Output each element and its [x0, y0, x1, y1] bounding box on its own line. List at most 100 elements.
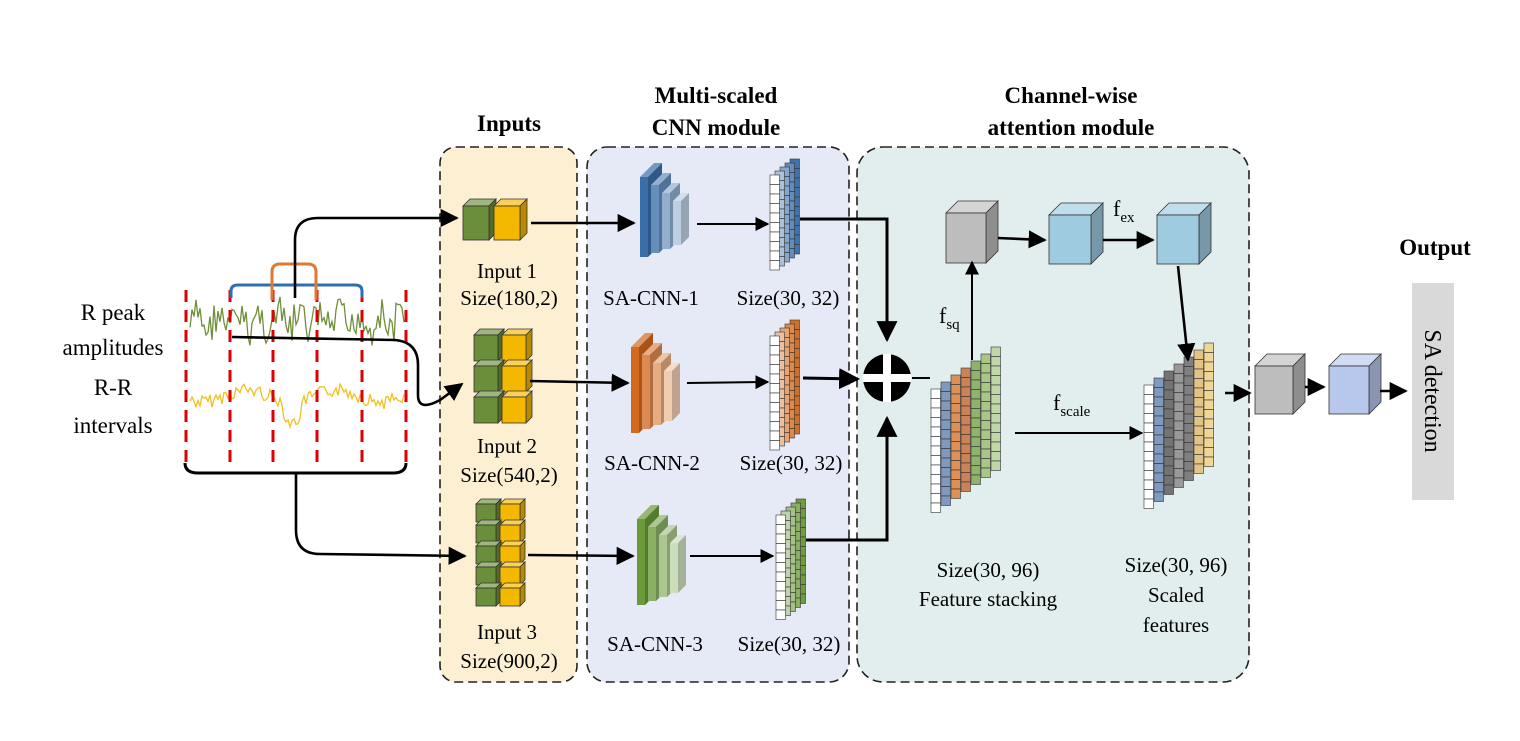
inputs-title: Inputs — [477, 111, 541, 136]
scaled-features-map — [1143, 342, 1214, 509]
input2-green-cube-2 — [473, 359, 505, 393]
window-bracket-bottom — [183, 462, 408, 475]
arrow-squeeze-to-excite — [997, 230, 1047, 249]
input1-name: Input 1 — [477, 259, 537, 283]
input2-size: Size(540,2) — [460, 463, 557, 487]
input2-green-cube-3 — [473, 390, 505, 424]
input3-green-cube-3 — [475, 540, 502, 565]
scaled-channel-1 — [1143, 384, 1154, 509]
rr-interval-trace — [189, 382, 405, 430]
arrow-branch1-to-concat — [800, 217, 898, 343]
feature-map-3-channel-1 — [775, 514, 786, 620]
arrow-input3-to-sacnn3 — [527, 546, 635, 565]
arrow-input2-to-sacnn2 — [529, 373, 630, 392]
arrow-signal-to-input2 — [231, 335, 464, 407]
stacking-channel-6 — [980, 353, 991, 478]
scaled-channel-6 — [1193, 349, 1204, 474]
scaled-channel-5 — [1183, 356, 1194, 481]
attention-cubes — [945, 200, 1212, 265]
segment-markers — [184, 290, 408, 470]
input1-yellow-cube — [493, 198, 528, 241]
arrow-branch2-to-concat — [802, 368, 861, 390]
stacking-channel-5 — [970, 360, 981, 485]
f-ex-label: fex — [1113, 196, 1135, 226]
arrow-excite-to-scaled — [1176, 265, 1196, 362]
input2-yellow-cube-3 — [501, 390, 533, 424]
sa-cnn-blocks — [631, 163, 689, 605]
feature-map-1-channel-1 — [769, 174, 780, 271]
input3-yellow-cube-1 — [499, 498, 526, 523]
input3-green-cube-2 — [475, 519, 502, 544]
cnn-module-title-line2: CNN module — [652, 115, 780, 140]
squeeze-gray-cube — [945, 200, 999, 264]
arrow-signal-to-input3 — [294, 474, 467, 565]
stacking-channel-3 — [950, 374, 961, 499]
sacnn1-layer-4 — [673, 193, 689, 245]
sa-detection-output-box — [1412, 283, 1454, 500]
stacking-channel-1 — [930, 388, 941, 513]
scaled-channel-2 — [1153, 377, 1164, 502]
scaled-channel-4 — [1173, 363, 1184, 488]
input3-green-cube-4 — [475, 561, 502, 586]
arrow-branch3-to-concat — [806, 415, 898, 542]
output-dense-gray-cube — [1254, 353, 1306, 415]
excite-blue-cube-2 — [1156, 202, 1212, 265]
input2-green-cube-1 — [473, 328, 505, 362]
input3-yellow-cube-4 — [499, 561, 526, 586]
feature-map-2-channel-1 — [769, 335, 780, 451]
window-bracket-blue — [229, 283, 364, 298]
cnn-output-feature-maps — [769, 158, 806, 620]
output-dense-cubes — [1254, 353, 1382, 415]
concatenation-plus-icon — [863, 354, 911, 402]
sacnn1-output-size: Size(30, 32) — [737, 286, 840, 310]
rr-label-line2: intervals — [73, 413, 152, 438]
sa-detection-label: SA detection — [1419, 329, 1445, 452]
sacnn2-layer-4 — [664, 363, 680, 421]
attention-module-title-line1: Channel-wise — [1005, 83, 1138, 108]
stacking-channel-4 — [960, 367, 971, 492]
scaled-label-line2: features — [1143, 613, 1209, 637]
scaled-size: Size(30, 96) — [1125, 553, 1228, 577]
r-peak-label-line2: amplitudes — [63, 335, 164, 360]
sacnn3-layer-4 — [670, 535, 686, 593]
input2-yellow-cube-2 — [501, 359, 533, 393]
cnn-module-panel — [586, 146, 850, 683]
excite-blue-cube-1 — [1048, 202, 1104, 265]
attention-module-panel — [856, 146, 1250, 683]
input2-name: Input 2 — [477, 434, 537, 458]
input3-yellow-cube-3 — [499, 540, 526, 565]
stacking-channel-7 — [990, 346, 1001, 471]
stacking-size: Size(30, 96) — [937, 558, 1040, 582]
input3-name: Input 3 — [477, 620, 537, 644]
feature-stacking-map — [930, 346, 1001, 513]
scaled-channel-7 — [1203, 342, 1214, 467]
stacking-channel-2 — [940, 381, 951, 506]
sacnn3-output-size: Size(30, 32) — [738, 632, 841, 656]
attention-module-title-line2: attention module — [988, 115, 1155, 140]
stacking-label: Feature stacking — [919, 587, 1058, 611]
r-peak-label-line1: R peak — [81, 300, 146, 325]
sacnn2-output-size: Size(30, 32) — [740, 451, 843, 475]
f-sq-label: fsq — [939, 303, 960, 333]
input3-size: Size(900,2) — [460, 649, 557, 673]
input1-size: Size(180,2) — [460, 286, 557, 310]
scaled-label-line1: Scaled — [1148, 583, 1204, 607]
arrow-sacnn2-to-features — [686, 375, 770, 390]
sacnn1-name: SA-CNN-1 — [603, 286, 699, 310]
rr-label-line1: R-R — [94, 375, 133, 400]
arrow-signal-to-input1 — [293, 208, 459, 298]
sacnn3-name: SA-CNN-3 — [607, 632, 703, 656]
f-scale-label: fscale — [1053, 390, 1091, 420]
input-cube-stacks — [462, 198, 533, 607]
ecg-signal-group — [183, 262, 408, 475]
output-title: Output — [1399, 235, 1471, 260]
input2-yellow-cube-1 — [501, 328, 533, 362]
cnn-module-title-line1: Multi-scaled — [655, 83, 778, 108]
output-dense-blue-cube — [1328, 353, 1382, 415]
input3-yellow-cube-2 — [499, 519, 526, 544]
scaled-channel-3 — [1163, 370, 1174, 495]
input3-yellow-cube-5 — [499, 582, 526, 607]
input3-green-cube-1 — [475, 498, 502, 523]
input1-green-cube — [462, 198, 497, 241]
